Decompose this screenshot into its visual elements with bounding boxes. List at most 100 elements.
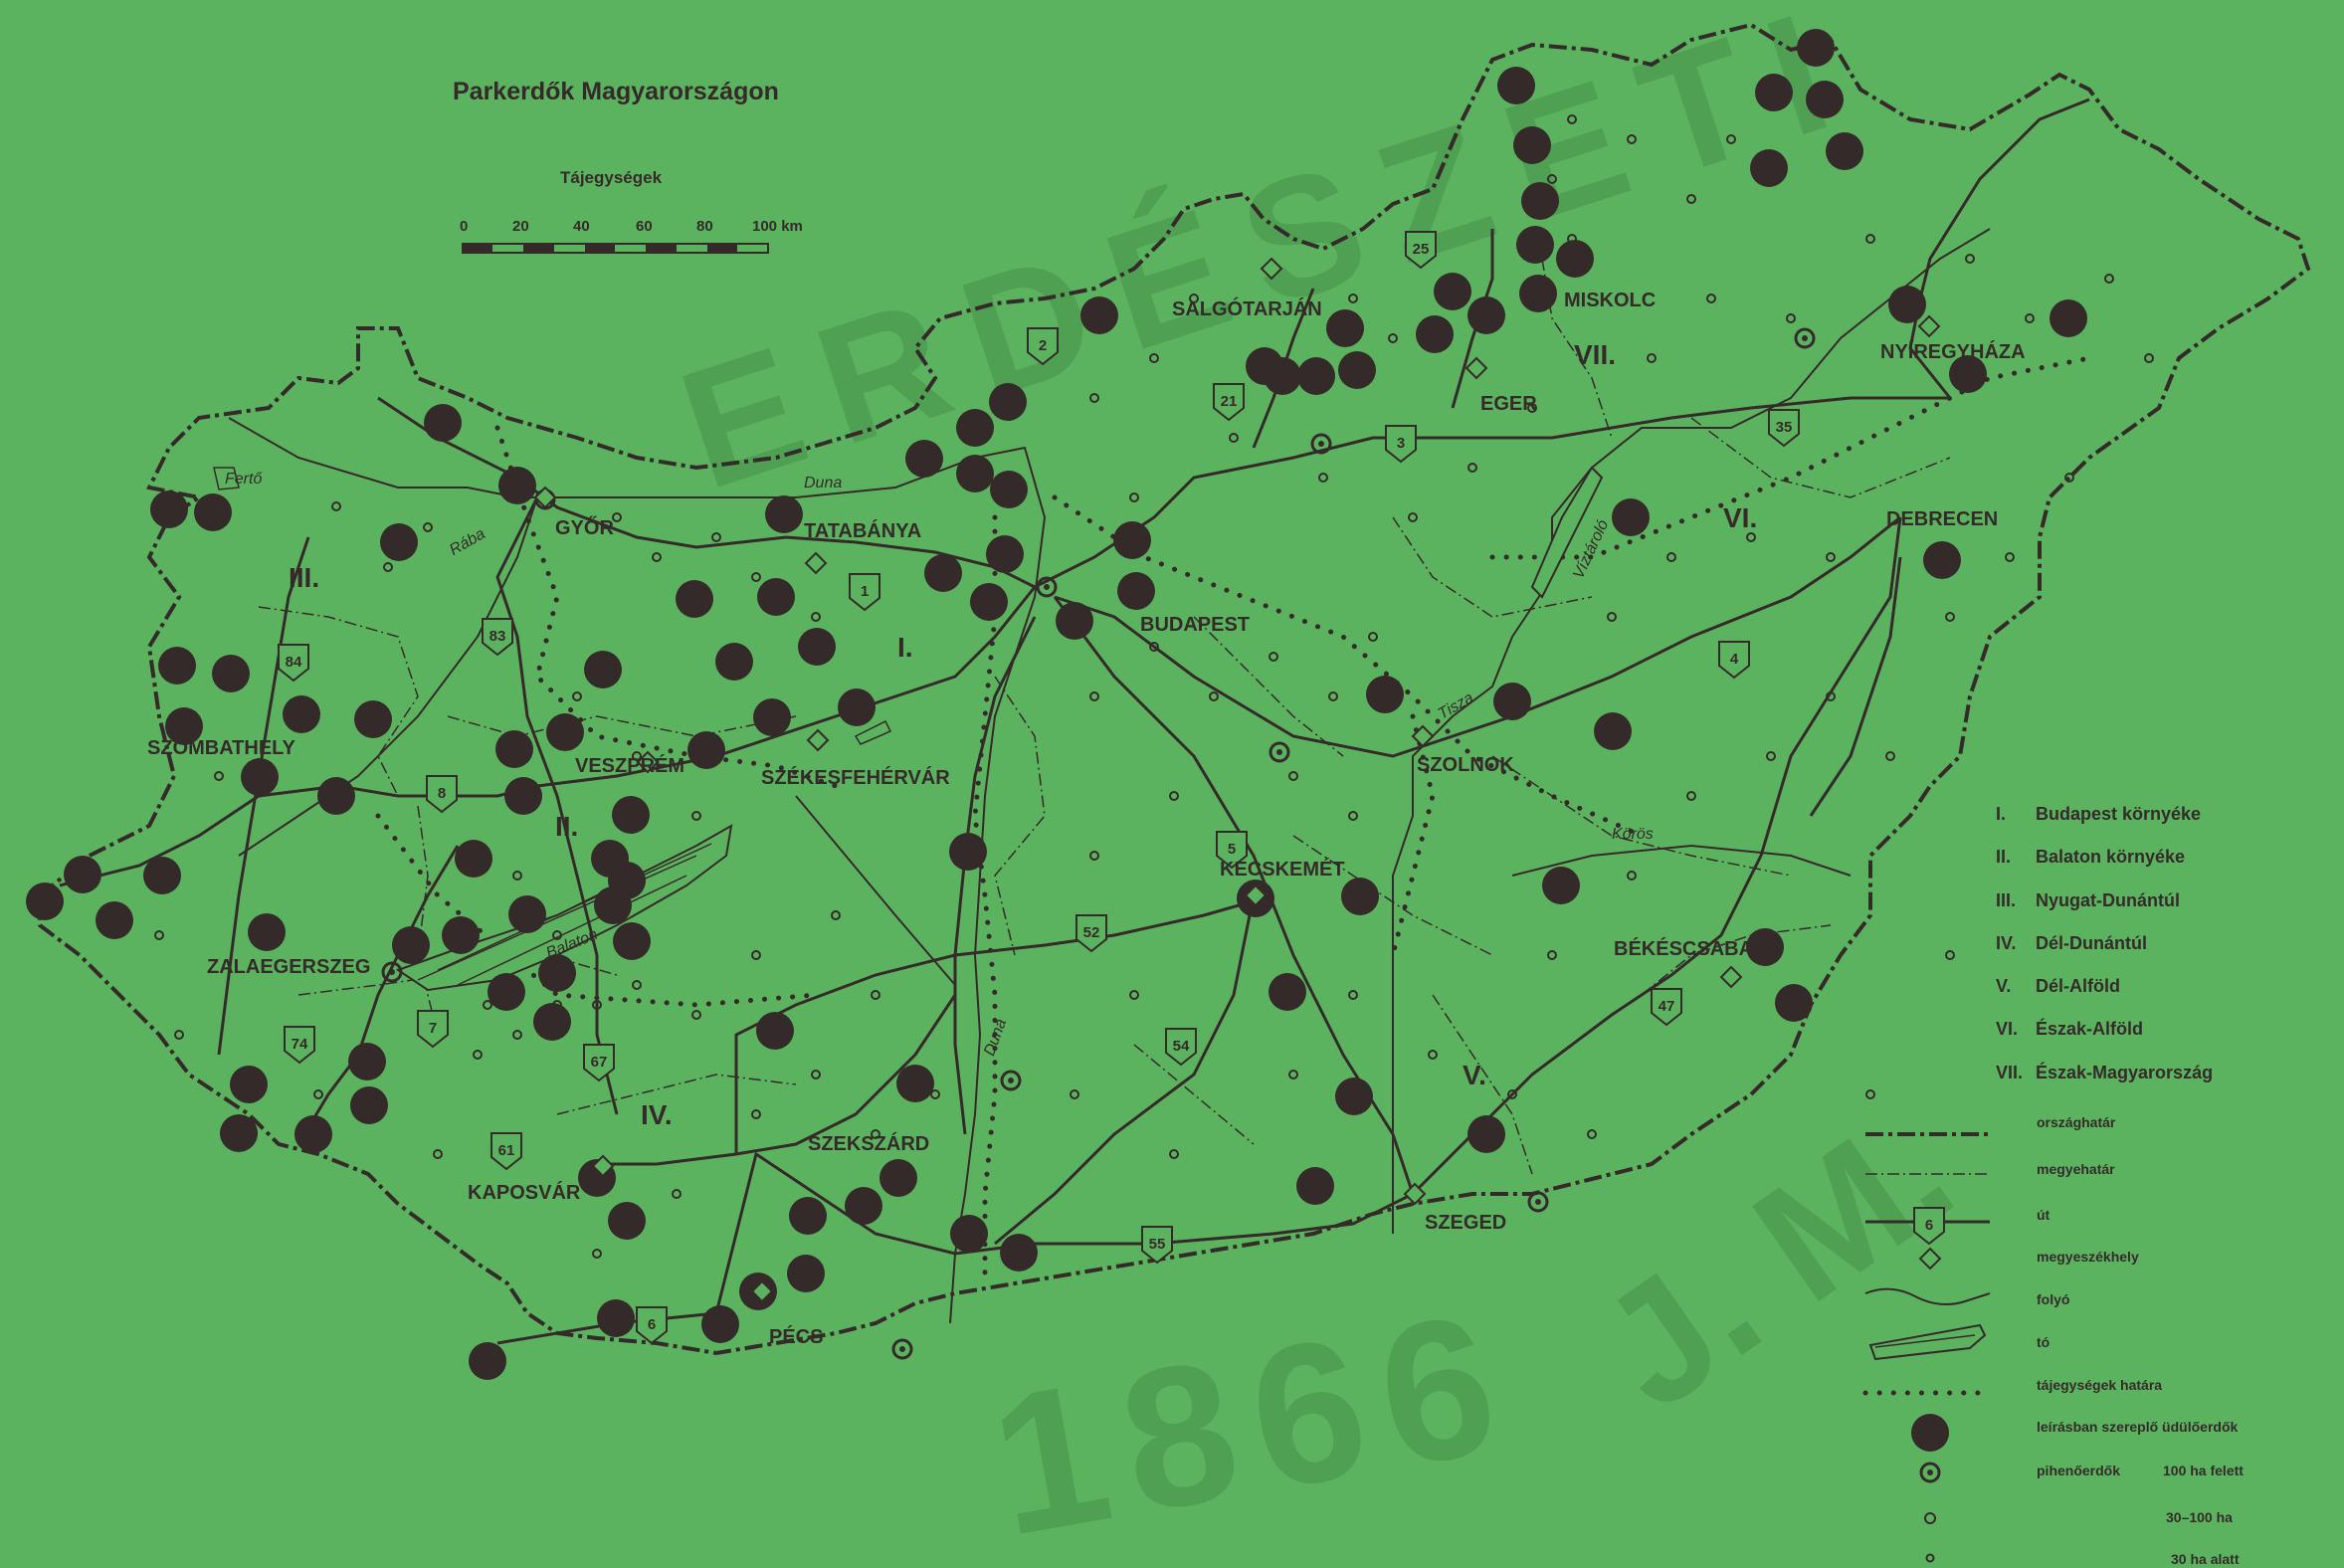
legend-region-num-6: VI. [1996, 1019, 2018, 1039]
city-label-kecskemet: KECSKEMÉT [1220, 858, 1345, 881]
city-label-pecs: PÉCS [769, 1325, 823, 1348]
road-shield-5 [1216, 831, 1248, 870]
road-shield-1 [849, 573, 880, 612]
legend-region-num-5: V. [1996, 976, 2011, 996]
city-label-eger: EGER [1480, 393, 1537, 415]
legend-river-swatch [1864, 1287, 1991, 1306]
road-shield-55 [1141, 1226, 1173, 1265]
road-shield-2 [1027, 327, 1059, 366]
city-label-szekesfehervar: SZÉKESFEHÉRVÁR [761, 766, 950, 789]
legend-region-name-6: Észak-Alföld [2036, 1018, 2143, 1039]
road-number-83: 83 [489, 628, 506, 645]
road-shield-8 [426, 775, 458, 814]
city-label-salgotarjan: SALGÓTARJÁN [1172, 296, 1322, 320]
scale-tick-80: 80 [696, 218, 713, 235]
road-numbers: 2 25 21 3 35 1 83 84 8 4 5 52 74 7 67 61… [286, 241, 1793, 1333]
road-number-84: 84 [286, 654, 302, 671]
legend-label-resort: leírásban szereplő üdülőerdők [2037, 1419, 2238, 1435]
road-shields [278, 231, 1800, 1345]
legend-region-name-5: Dél-Alföld [2036, 976, 2120, 996]
legend-region-name-1: Budapest környéke [2036, 804, 2201, 824]
lake-tisza [1530, 466, 1604, 599]
seat-kecskemet [1244, 883, 1268, 907]
city-label-zalaegerszeg: ZALAEGERSZEG [207, 956, 370, 978]
legend-medium-dot [1924, 1512, 1936, 1524]
road-number-55: 55 [1149, 1236, 1166, 1253]
legend-label-border: országhatár [2037, 1114, 2116, 1130]
road-number-5: 5 [1228, 841, 1236, 858]
legend-label-county: megyehatár [2037, 1161, 2115, 1177]
road-shield-61 [490, 1132, 522, 1171]
seat-szeged [1403, 1182, 1427, 1206]
seat-nyiregyhaza [1917, 314, 1941, 338]
legend-label-rest: pihenőerdők [2037, 1463, 2120, 1478]
lake-velence [854, 719, 892, 745]
road-shield-6 [636, 1306, 668, 1345]
region-label-5: V. [1463, 1060, 1486, 1090]
legend-region-name-3: Nyugat-Dunántúl [2036, 890, 2180, 910]
road-shield-67 [583, 1044, 615, 1082]
river-sio [795, 795, 956, 986]
road-number-8: 8 [438, 785, 446, 802]
river-label-duna-north: Duna [804, 475, 842, 491]
road-shield-83 [482, 618, 513, 657]
legend-region-num-3: III. [1996, 890, 2016, 910]
legend-region-num-7: VII. [1996, 1063, 2023, 1082]
city-label-szekszard: SZEKSZÁRD [808, 1132, 929, 1155]
legend-labels: országhatár megyehatár út megyeszékhely … [2037, 1114, 2244, 1567]
city-label-miskolc: MISKOLC [1564, 290, 1656, 311]
road-number-74: 74 [292, 1036, 308, 1053]
city-label-szolnok: SZOLNOK [1417, 754, 1514, 776]
seat-veszprem [636, 750, 660, 774]
road-shield-54 [1165, 1028, 1197, 1067]
seat-kaposvar [591, 1154, 615, 1178]
scale-tick-40: 40 [573, 218, 590, 235]
legend-symbols: 6 [1862, 1132, 1993, 1563]
legend-label-river: folyó [2037, 1291, 2069, 1307]
city-label-nyiregyhaza: NYÍREGYHÁZA [1880, 340, 2026, 363]
road-number-47: 47 [1659, 998, 1675, 1015]
road-shield-52 [1075, 914, 1107, 953]
city-label-gyor: GYŐR [555, 516, 614, 539]
region-label-6: VI. [1723, 502, 1757, 533]
road-shield-84 [278, 644, 309, 683]
road-shield-35 [1768, 409, 1800, 448]
scalebar-heading: Tájegységek [560, 168, 663, 187]
road-shield-47 [1651, 988, 1682, 1027]
region-label-4: IV. [641, 1099, 673, 1130]
road-number-54: 54 [1173, 1038, 1190, 1055]
legend-region-name-7: Észak-Magyarország [2036, 1062, 2213, 1082]
legend-label-road: út [2037, 1207, 2051, 1223]
region-labels: I. II. III. IV. V. VI. VII. [289, 339, 1757, 1130]
river-label-ferto: Fertő [225, 471, 263, 488]
legend-lake-swatch [1868, 1323, 1987, 1361]
road-shield-21 [1213, 383, 1245, 422]
city-label-szombathely: SZOMBATHELY [147, 737, 296, 759]
road-number-67: 67 [591, 1054, 608, 1071]
seat-salgotarjan [1260, 257, 1283, 281]
legend-label-under30: 30 ha alatt [2171, 1551, 2240, 1567]
legend-region-num-4: IV. [1996, 933, 2016, 953]
map-title: Parkerdők Magyarországon [453, 78, 779, 105]
road-shield-4 [1718, 641, 1750, 680]
legend-road-shield [1913, 1207, 1945, 1246]
resort-forests [26, 29, 2087, 1380]
legend-label-range: 30–100 ha [2166, 1509, 2233, 1525]
legend-region-num-2: II. [1996, 847, 2011, 867]
legend-region-num-1: I. [1996, 804, 2006, 824]
road-number-6: 6 [648, 1316, 656, 1333]
road-shield-3 [1385, 425, 1417, 464]
road-number-61: 61 [498, 1142, 515, 1159]
city-label-szeged: SZEGED [1425, 1212, 1506, 1234]
seat-bekescsaba [1719, 965, 1743, 989]
seat-szolnok [1411, 724, 1435, 748]
road-number-2: 2 [1039, 337, 1047, 354]
city-label-budapest: BUDAPEST [1140, 614, 1250, 636]
legend-rest-ring [1919, 1462, 1941, 1483]
road-number-35: 35 [1776, 419, 1793, 436]
region-label-1: I. [897, 632, 913, 663]
legend-label-seat: megyeszékhely [2037, 1249, 2139, 1265]
river-tisza [1392, 228, 1991, 1234]
city-label-debrecen: DEBRECEN [1886, 508, 1998, 530]
